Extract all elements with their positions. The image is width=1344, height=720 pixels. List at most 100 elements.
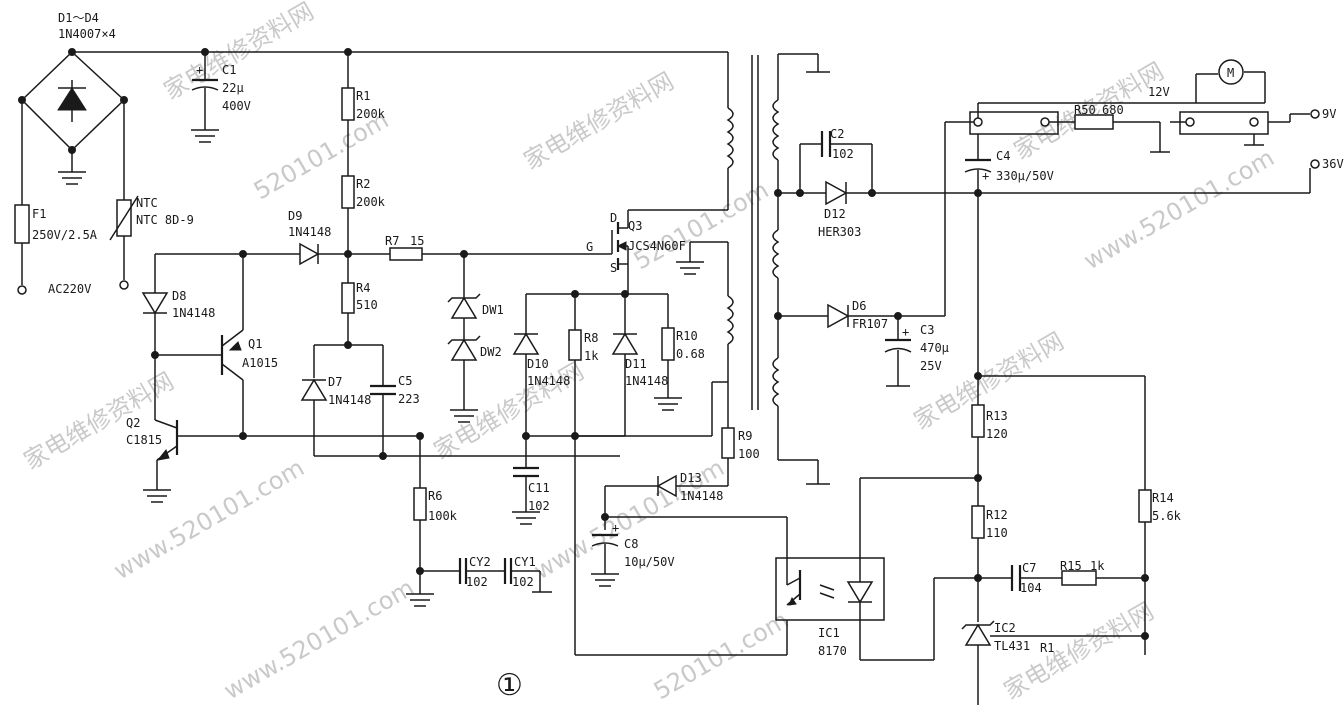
svg-text:R14: R14 <box>1152 491 1174 505</box>
capacitor-c1: + C1 22μ 400V <box>191 48 251 143</box>
resistor-r6 <box>413 487 427 521</box>
resistor-r14 <box>1138 489 1152 523</box>
svg-text:1N4148: 1N4148 <box>527 374 570 388</box>
secondary-winding-1 <box>772 99 780 161</box>
svg-text:C11: C11 <box>528 481 550 495</box>
svg-text:200k: 200k <box>356 107 386 121</box>
svg-text:102: 102 <box>466 575 488 589</box>
diode-d6 <box>827 303 850 329</box>
resistor-r15 <box>1061 570 1097 586</box>
svg-text:C4: C4 <box>996 149 1010 163</box>
relay-contact-1 <box>969 111 1059 135</box>
svg-text:100k: 100k <box>428 509 458 523</box>
svg-text:1k: 1k <box>1090 559 1105 573</box>
svg-text:JCS4N60F: JCS4N60F <box>628 239 686 253</box>
watermark-text: 家电维修资料网 <box>519 67 678 175</box>
svg-text:HER303: HER303 <box>818 225 861 239</box>
svg-text:1k: 1k <box>584 349 599 363</box>
resistor-r1 <box>341 87 355 121</box>
ntc-name-label: NTC <box>136 196 158 210</box>
source-network: D10 1N4148 R8 1k D11 1N4148 R10 0.68 C11… <box>512 290 788 656</box>
fuse-value-label: 250V/2.5A <box>32 228 98 242</box>
ac-terminal-1 <box>17 285 27 295</box>
svg-text:R12: R12 <box>986 508 1008 522</box>
resistor-r12 <box>971 505 985 539</box>
diode-d13 <box>656 474 677 498</box>
svg-text:120: 120 <box>986 427 1008 441</box>
svg-text:CY1: CY1 <box>514 555 536 569</box>
transformer-secondary <box>751 53 830 485</box>
aux-winding <box>726 295 734 345</box>
svg-text:Q1: Q1 <box>248 337 262 351</box>
shunt-regulator-ic2 <box>964 623 992 646</box>
svg-text:D: D <box>610 211 617 225</box>
q2-emitter-arrow <box>156 449 170 461</box>
output-section: R50 680 12V M 9V 36V + C4 330μ/50V <box>964 59 1344 197</box>
resistor-chain: R1 200k R2 200k R4 510 <box>341 48 386 349</box>
svg-text:+: + <box>196 63 203 77</box>
svg-text:D7: D7 <box>328 375 342 389</box>
svg-text:D10: D10 <box>527 357 549 371</box>
resistor-r8 <box>568 329 582 361</box>
svg-text:C3: C3 <box>920 323 934 337</box>
svg-text:12V: 12V <box>1148 85 1170 99</box>
ground-icon <box>58 171 86 185</box>
svg-text:D13: D13 <box>680 471 702 485</box>
protection-transistors: D8 1N4148 Q1 A1015 Q2 C1815 <box>126 254 420 503</box>
bridge-name-label: D1～D4 <box>58 11 99 25</box>
svg-text:330μ/50V: 330μ/50V <box>996 169 1054 183</box>
svg-text:102: 102 <box>832 147 854 161</box>
svg-text:R6: R6 <box>428 489 442 503</box>
svg-text:10μ/50V: 10μ/50V <box>624 555 675 569</box>
svg-text:223: 223 <box>398 392 420 406</box>
d6-c3: + D6 FR107 C3 470μ 25V <box>778 121 975 387</box>
svg-text:510: 510 <box>356 298 378 312</box>
svg-text:R1: R1 <box>1040 641 1054 655</box>
svg-text:R7: R7 <box>385 234 399 248</box>
svg-text:104: 104 <box>1020 581 1042 595</box>
figure-number: ① <box>496 668 523 703</box>
svg-text:+: + <box>902 325 909 339</box>
diode-d12 <box>825 180 848 206</box>
gate-drive: D9 1N4148 R7 15 <box>155 209 612 266</box>
d7-c5: D7 1N4148 C5 223 <box>300 344 620 460</box>
d12-c2: C2 102 D12 HER303 <box>778 127 1310 239</box>
svg-text:TL431: TL431 <box>994 639 1030 653</box>
motor-icon <box>1218 59 1244 85</box>
fuse-f1 <box>14 204 30 244</box>
svg-text:102: 102 <box>528 499 550 513</box>
svg-text:+: + <box>612 521 619 535</box>
svg-text:D12: D12 <box>824 207 846 221</box>
bridge-value-label: 1N4007×4 <box>58 27 116 41</box>
fuse-name-label: F1 <box>32 207 46 221</box>
svg-text:R10: R10 <box>676 329 698 343</box>
svg-text:25V: 25V <box>920 359 942 373</box>
diode-d8 <box>141 292 169 315</box>
zener-diodes: DW1 DW2 <box>447 254 504 423</box>
svg-text:680: 680 <box>1102 103 1124 117</box>
diode-d11 <box>611 332 639 355</box>
svg-text:IC2: IC2 <box>994 621 1016 635</box>
mosfet-q3: D G S Q3 JCS4N60F <box>586 209 728 294</box>
svg-text:15: 15 <box>410 234 424 248</box>
svg-text:S: S <box>610 261 617 275</box>
svg-text:CY2: CY2 <box>469 555 491 569</box>
svg-text:102: 102 <box>512 575 534 589</box>
svg-text:+: + <box>982 169 989 183</box>
feedback-network: R13 120 R12 110 R14 5.6k C7 104 R15 1k I… <box>934 193 1182 705</box>
svg-text:C5: C5 <box>398 374 412 388</box>
svg-text:C2: C2 <box>830 127 844 141</box>
output-terminal-top <box>1310 109 1320 119</box>
bridge-diode-icon <box>57 87 87 111</box>
ic1-body <box>775 557 885 621</box>
svg-text:IC1: IC1 <box>818 626 840 640</box>
watermark-text: www.520101.com <box>109 454 309 586</box>
transformer-primary: R9 100 <box>575 52 760 486</box>
zener-dw2 <box>450 338 478 361</box>
d13-c8: + D13 1N4148 C8 10μ/50V <box>591 471 788 587</box>
svg-text:R1: R1 <box>356 89 370 103</box>
ac-terminal-2 <box>119 280 129 290</box>
svg-text:D11: D11 <box>625 357 647 371</box>
diode-d7 <box>300 378 328 401</box>
